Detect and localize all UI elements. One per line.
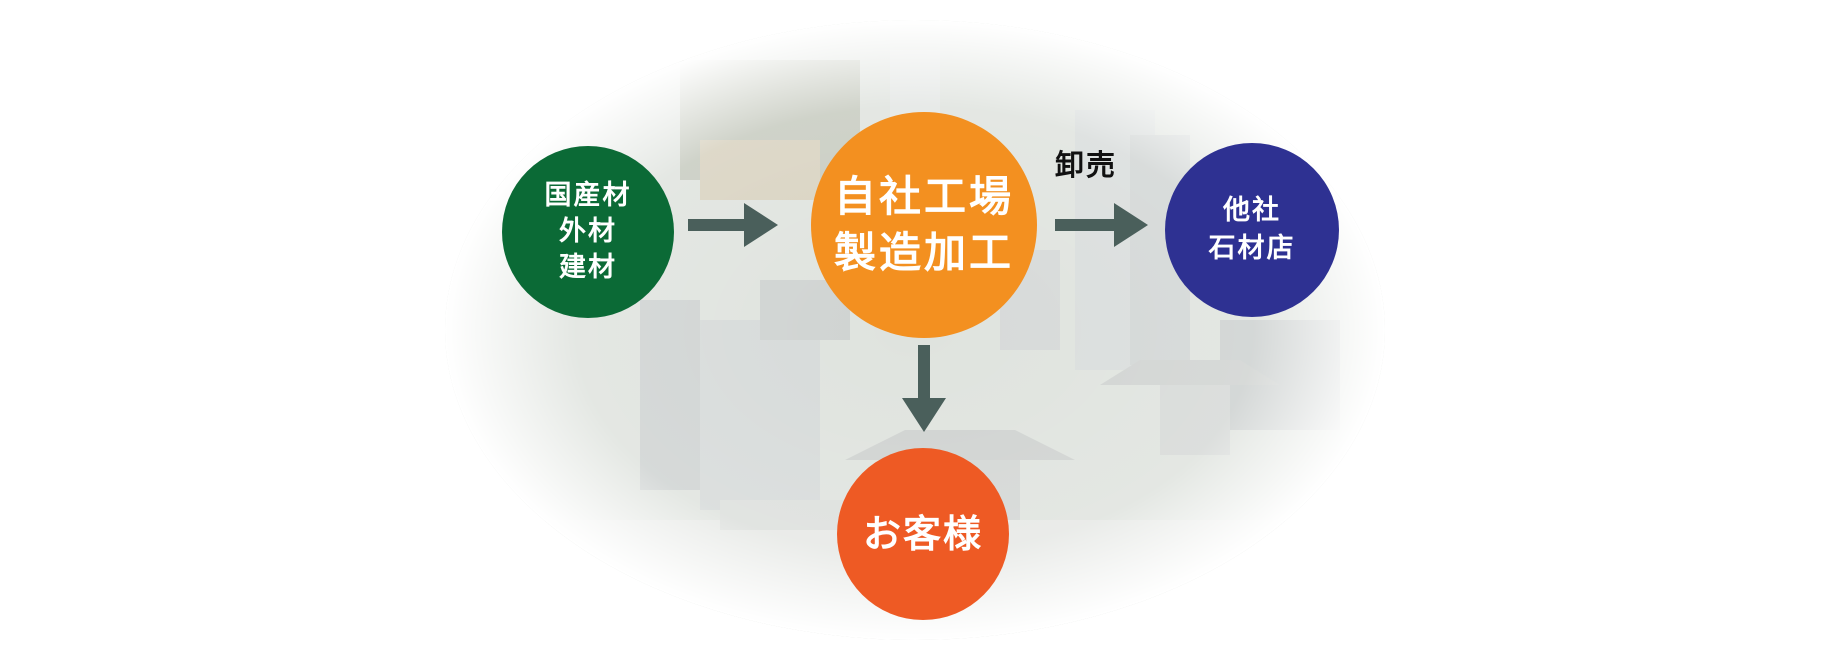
node-customers-label: お客様 [862, 512, 983, 556]
node-own-factory-line-2: 製造加工 [833, 228, 1014, 277]
node-materials: 国産材 外材 建材 [502, 146, 674, 318]
node-materials-line-1: 国産材 [544, 180, 632, 211]
node-own-factory: 自社工場 製造加工 [811, 112, 1037, 338]
node-customers: お客様 [837, 448, 1009, 620]
node-other-stone-shops: 他社 石材店 [1165, 143, 1339, 317]
node-materials-line-3: 建材 [559, 252, 617, 283]
node-own-factory-line-1: 自社工場 [833, 172, 1014, 221]
node-materials-line-2: 外材 [559, 216, 617, 247]
wholesale-label: 卸売 [1055, 148, 1118, 182]
node-other-stone-shops-line-2: 石材店 [1208, 233, 1296, 264]
node-other-stone-shops-line-1: 他社 [1223, 195, 1281, 226]
